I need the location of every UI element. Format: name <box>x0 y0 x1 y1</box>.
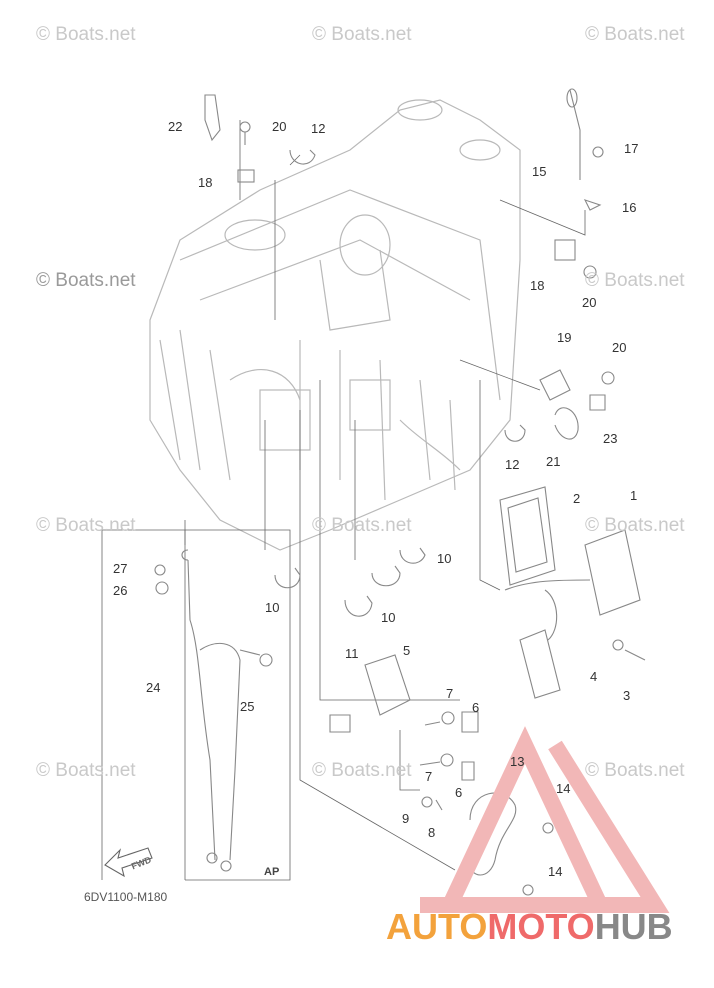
watermark: © Boats.net <box>585 270 685 291</box>
callout-23: 23 <box>603 431 617 446</box>
watermark: © Boats.net <box>36 270 136 291</box>
callout-7: 7 <box>446 686 453 701</box>
callout-3: 3 <box>623 688 630 703</box>
watermark: © Boats.net <box>585 24 685 45</box>
watermark: © Boats.net <box>36 760 136 781</box>
callout-22: 22 <box>168 119 182 134</box>
parts-group <box>154 88 646 896</box>
callout-10: 10 <box>437 551 451 566</box>
watermark: © Boats.net <box>585 515 685 536</box>
callout-20: 20 <box>272 119 286 134</box>
callout-16: 16 <box>622 200 636 215</box>
callout-24: 24 <box>146 680 160 695</box>
callout-19: 19 <box>557 330 571 345</box>
callout-27: 27 <box>113 561 127 576</box>
callout-21: 21 <box>546 454 560 469</box>
watermark: © Boats.net <box>36 24 136 45</box>
callout-15: 15 <box>532 164 546 179</box>
logo-part-moto: MOTO <box>487 906 595 947</box>
callout-17: 17 <box>624 141 638 156</box>
callout-20: 20 <box>612 340 626 355</box>
diagram-code: 6DV1100-M180 <box>84 890 168 904</box>
engine-block-drawing <box>149 99 521 551</box>
automotohub-logo: AUTOMOTOHUB <box>386 906 673 948</box>
watermark: © Boats.net <box>36 515 136 536</box>
leader-lines <box>101 120 586 881</box>
callout-26: 26 <box>113 583 127 598</box>
watermark: © Boats.net <box>312 24 412 45</box>
callout-labels: 22 20 12 18 17 15 16 18 20 19 20 23 12 2… <box>113 119 638 879</box>
logo-part-auto: AUTO <box>386 906 488 947</box>
logo-part-hub: HUB <box>594 906 673 947</box>
callout-18: 18 <box>198 175 212 190</box>
watermark: © Boats.net <box>312 760 412 781</box>
callout-2: 2 <box>573 491 580 506</box>
callout-11: 11 <box>345 646 359 661</box>
callout-9: 9 <box>402 811 409 826</box>
callout-25: 25 <box>240 699 254 714</box>
callout-12: 12 <box>311 121 325 136</box>
callout-4: 4 <box>590 669 597 684</box>
callout-12: 12 <box>505 457 519 472</box>
callout-1: 1 <box>630 488 637 503</box>
ap-label: AP <box>264 866 280 878</box>
callout-10: 10 <box>381 610 395 625</box>
logo-triangle-icon <box>420 726 670 913</box>
callout-5: 5 <box>403 643 410 658</box>
callout-6: 6 <box>472 700 479 715</box>
callout-14: 14 <box>548 864 562 879</box>
watermark: © Boats.net <box>312 515 412 536</box>
callout-7: 7 <box>425 769 432 784</box>
callout-20: 20 <box>582 295 596 310</box>
watermark: © Boats.net <box>585 760 685 781</box>
fwd-arrow-icon <box>104 847 153 878</box>
callout-14: 14 <box>556 781 570 796</box>
callout-10: 10 <box>265 600 279 615</box>
callout-6: 6 <box>455 785 462 800</box>
callout-13: 13 <box>510 754 524 769</box>
callout-8: 8 <box>428 825 435 840</box>
callout-18: 18 <box>530 278 544 293</box>
